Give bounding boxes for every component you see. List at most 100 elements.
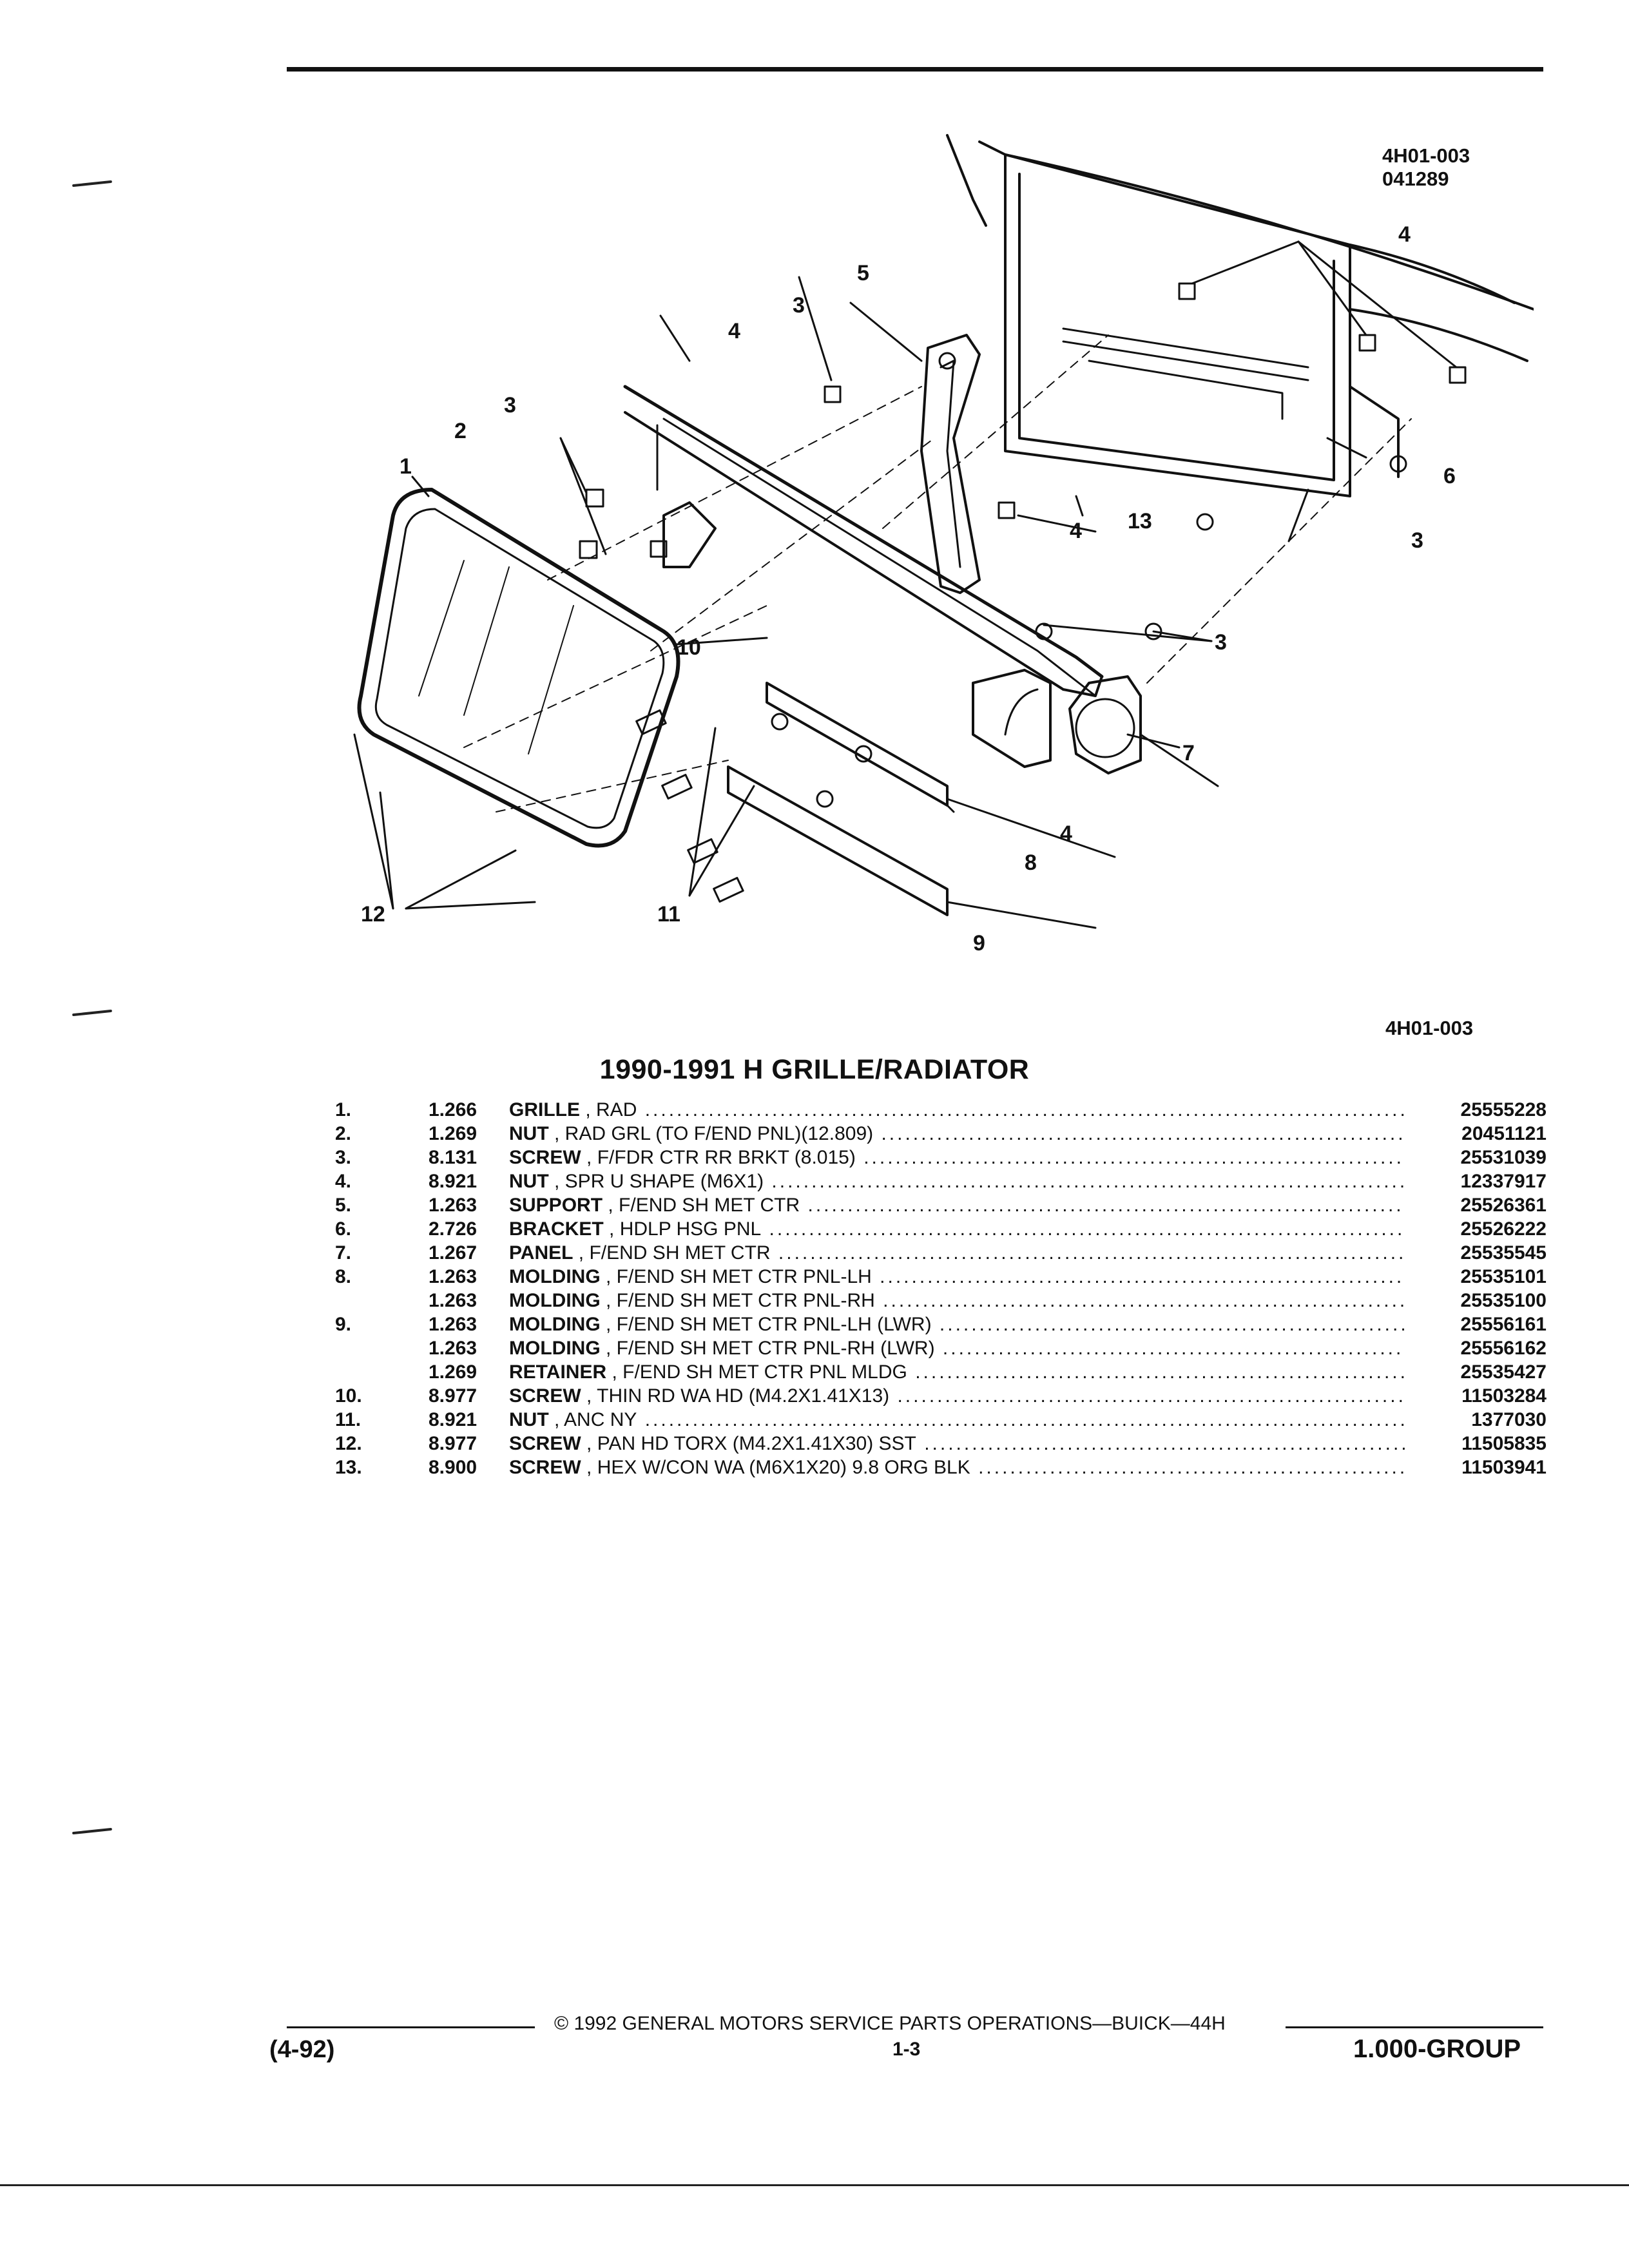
callout-12: 12 [361, 902, 385, 927]
part-name: SCREW [509, 1385, 581, 1407]
group-code: 1.263 [429, 1195, 477, 1216]
part-number: 25556162 [1460, 1338, 1547, 1359]
group-code: 1.266 [429, 1099, 477, 1120]
part-row: 11. 8.921 NUT , ANC NY ...................… [335, 1409, 1547, 1433]
footer-rule-left [287, 2026, 535, 2028]
diagram-drawing: 1 2 3 3 4 5 4 6 3 13 4 3 10 7 4 8 9 11 1… [353, 134, 1535, 956]
part-description: NUT , ANC NY ...........................… [509, 1409, 1405, 1430]
item-number: 1. [335, 1099, 352, 1120]
part-spec: RAD GRL (TO F/END PNL)(12.809) [564, 1123, 874, 1144]
part-spec: HEX W/CON WA (M6X1X20) 9.8 ORG BLK [597, 1457, 970, 1478]
copyright-notice: © 1992 GENERAL MOTORS SERVICE PARTS OPER… [554, 2013, 1226, 2034]
part-spec: F/FDR CTR RR BRKT (8.015) [597, 1147, 856, 1168]
part-row: 4. 8.921 NUT , SPR U SHAPE (M6X1) ........… [335, 1171, 1547, 1195]
part-number: 20451121 [1461, 1123, 1547, 1144]
part-name: RETAINER [509, 1361, 607, 1383]
part-number: 25535427 [1460, 1361, 1547, 1383]
part-spec: F/END SH MET CTR PNL-LH [616, 1266, 872, 1287]
callout-13: 13 [1128, 509, 1152, 533]
callout-11: 11 [657, 902, 680, 927]
part-description: MOLDING , F/END SH MET CTR PNL-RH ......… [509, 1290, 1405, 1311]
callout-7: 7 [1182, 741, 1195, 765]
part-row: 9. 1.263 MOLDING , F/END SH MET CTR PNL-LH… [335, 1314, 1547, 1338]
part-description: SUPPORT , F/END SH MET CTR .............… [509, 1195, 1405, 1216]
part-number: 25535101 [1460, 1266, 1547, 1287]
part-description: SCREW , THIN RD WA HD (M4.2X1.41X13) ...… [509, 1385, 1405, 1407]
callout-3: 3 [504, 393, 516, 418]
callout-4: 4 [1060, 822, 1072, 846]
part-number: 25526222 [1460, 1218, 1547, 1240]
page-number: 1-3 [892, 2039, 921, 2060]
part-spec: HDLP HSG PNL [619, 1218, 762, 1240]
part-spec: THIN RD WA HD (M4.2X1.41X13) [597, 1385, 890, 1407]
group-code: 2.726 [429, 1218, 477, 1240]
part-description: SCREW , PAN HD TORX (M4.2X1.41X30) SST .… [509, 1433, 1405, 1454]
part-name: SCREW [509, 1457, 581, 1478]
part-name: PANEL [509, 1242, 574, 1264]
part-description: MOLDING , F/END SH MET CTR PNL-LH ......… [509, 1266, 1405, 1287]
part-description: SCREW , F/FDR CTR RR BRKT (8.015) ......… [509, 1147, 1405, 1168]
item-number: 3. [335, 1147, 352, 1168]
group-code: 8.921 [429, 1409, 477, 1430]
part-number: 25535545 [1460, 1242, 1547, 1264]
part-spec: F/END SH MET CTR PNL-LH (LWR) [616, 1314, 932, 1335]
part-description: MOLDING , F/END SH MET CTR PNL-LH (LWR) … [509, 1314, 1405, 1335]
margin-mark [72, 1827, 113, 1835]
item-number: 5. [335, 1195, 352, 1216]
part-spec: F/END SH MET CTR PNL MLDG [622, 1361, 907, 1383]
part-name: MOLDING [509, 1314, 601, 1335]
callout-3: 3 [1215, 630, 1227, 655]
group-code: 1.267 [429, 1242, 477, 1264]
part-description: NUT , SPR U SHAPE (M6X1) ...............… [509, 1171, 1405, 1192]
callout-9: 9 [973, 931, 985, 956]
part-description: MOLDING , F/END SH MET CTR PNL-RH (LWR) … [509, 1338, 1405, 1359]
item-number: 7. [335, 1242, 352, 1264]
part-spec: F/END SH MET CTR PNL-RH (LWR) [616, 1338, 935, 1359]
part-name: MOLDING [509, 1338, 601, 1359]
callout-8: 8 [1025, 850, 1037, 875]
footer-rule-right [1286, 2026, 1543, 2028]
callout-4: 4 [1398, 222, 1411, 247]
part-spec: F/END SH MET CTR [589, 1242, 771, 1264]
part-description: RETAINER , F/END SH MET CTR PNL MLDG ...… [509, 1361, 1405, 1383]
callout-6: 6 [1443, 464, 1456, 488]
group-code: 8.921 [429, 1171, 477, 1192]
group-code: 1.263 [429, 1338, 477, 1359]
item-number: 4. [335, 1171, 352, 1192]
callout-1: 1 [400, 454, 412, 479]
part-name: SUPPORT [509, 1195, 603, 1216]
part-number: 25555228 [1460, 1099, 1547, 1120]
item-number: 10. [335, 1385, 362, 1407]
part-number: 11505835 [1461, 1433, 1547, 1454]
callout-2: 2 [454, 419, 467, 443]
group-code: 8.977 [429, 1433, 477, 1454]
group-code: 8.131 [429, 1147, 477, 1168]
part-number: 25535100 [1460, 1290, 1547, 1311]
part-name: GRILLE [509, 1099, 580, 1120]
callout-4: 4 [728, 319, 740, 343]
group-code: 8.900 [429, 1457, 477, 1478]
group-label: 1.000-GROUP [1353, 2035, 1521, 2063]
part-spec: PAN HD TORX (M4.2X1.41X30) SST [597, 1433, 916, 1454]
bottom-rule [0, 2184, 1629, 2186]
item-number: 11. [335, 1409, 361, 1430]
callout-3: 3 [793, 293, 805, 318]
part-number: 25556161 [1460, 1314, 1547, 1335]
exploded-parts-diagram: 1 2 3 3 4 5 4 6 3 13 4 3 10 7 4 8 9 11 1… [303, 116, 1535, 992]
part-row: 1.263 MOLDING , F/END SH MET CTR PNL-RH .… [335, 1290, 1547, 1314]
group-code: 1.263 [429, 1290, 477, 1311]
part-row: 5. 1.263 SUPPORT , F/END SH MET CTR ......… [335, 1195, 1547, 1218]
part-name: SCREW [509, 1147, 581, 1168]
group-code: 1.263 [429, 1314, 477, 1335]
item-number: 9. [335, 1314, 352, 1335]
part-name: NUT [509, 1123, 549, 1144]
part-spec: SPR U SHAPE (M6X1) [564, 1171, 764, 1192]
item-number: 2. [335, 1123, 352, 1144]
callout-3: 3 [1411, 528, 1423, 553]
margin-mark [72, 180, 113, 187]
